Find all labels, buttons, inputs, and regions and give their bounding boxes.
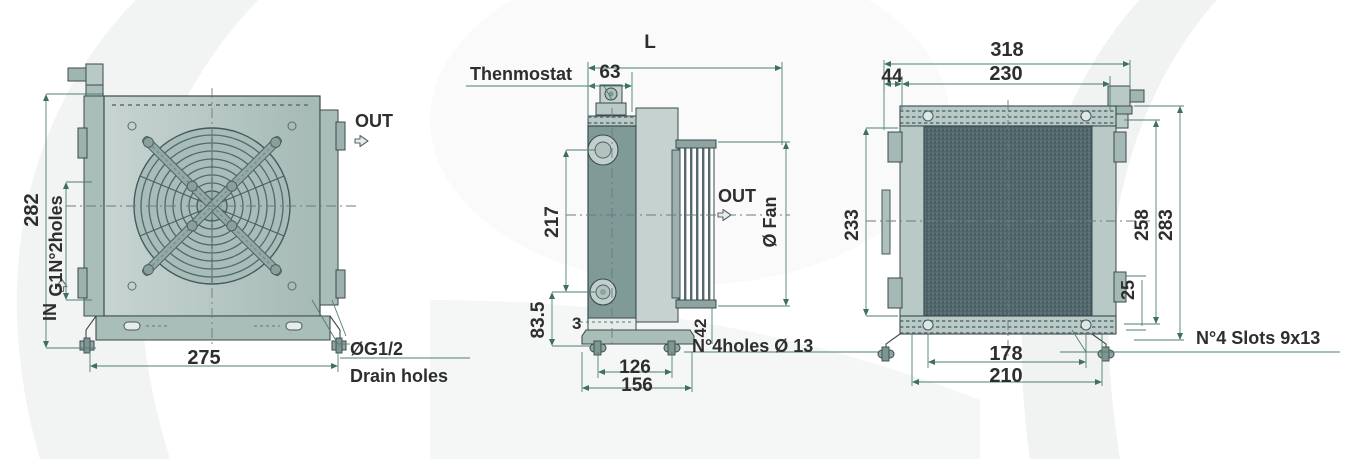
- dimensions-front-view: [43, 93, 470, 372]
- dim-L-label: L: [644, 32, 656, 53]
- right-side-rail: [319, 109, 339, 306]
- side-fin-pack: [671, 139, 717, 309]
- dim-63-label: 63: [599, 62, 620, 83]
- centre-lines-side: [566, 108, 790, 348]
- dim-258-label: 258: [1132, 209, 1153, 241]
- core-left-bracket-lower: [887, 277, 903, 309]
- drain-fitting-left: [79, 337, 95, 354]
- front-fan-view: 282 G1N°2holes IN OUT 275 ØG1/2 Drain ho…: [21, 63, 470, 386]
- rear-core-view: 318 230 44 233 258 283 25 178 210 N°4 Sl…: [842, 39, 1340, 387]
- right-bracket-lower: [335, 269, 346, 299]
- core-right-bracket-upper: [1113, 131, 1127, 163]
- outlet-label-side: OUT: [718, 186, 756, 206]
- drain-note-label: Drain holes: [350, 366, 448, 386]
- dim-178-label: 178: [989, 343, 1022, 365]
- core-footer-hole-left: [922, 319, 934, 331]
- centre-lines-rear: [866, 100, 1150, 360]
- port-note-label: G1N°2holes: [46, 195, 66, 296]
- dim-42-label: 42: [691, 319, 710, 338]
- holes-note-label: N°4holes Ø 13: [692, 336, 813, 356]
- thermostat-label: Thenmostat: [470, 64, 572, 84]
- left-bracket-lower: [77, 267, 88, 299]
- side-base-plate: [581, 329, 695, 356]
- dim-230-label: 230: [989, 63, 1022, 85]
- dim-25-label: 25: [1118, 280, 1138, 300]
- dimensions-side-view: [466, 62, 880, 392]
- side-view: L 63 Thenmostat 217 83.5 3 42 OUT Ø Fan …: [466, 32, 880, 396]
- dimensions-rear-view: [863, 60, 1340, 386]
- dim-233-label: 233: [842, 209, 863, 241]
- core-header-hole-right: [1080, 110, 1092, 122]
- dim-44-label: 44: [881, 66, 903, 87]
- core-left-rib: [881, 189, 891, 255]
- dim-318-label: 318: [990, 39, 1023, 61]
- drain-fitting-right: [331, 337, 347, 354]
- core-left-bracket-upper: [887, 131, 903, 163]
- left-bracket-upper: [77, 127, 88, 159]
- dim-283-label: 283: [1156, 209, 1177, 241]
- dim-835-label: 83.5: [528, 301, 549, 338]
- drain-thread-label: ØG1/2: [350, 339, 403, 359]
- fan-diameter-label: Ø Fan: [760, 196, 780, 247]
- dim-217-label: 217: [542, 206, 563, 238]
- core-footer-hole-right: [1080, 319, 1092, 331]
- dim-282-label: 282: [21, 193, 43, 226]
- core-header-hole-left: [922, 110, 934, 122]
- inlet-label: IN: [40, 303, 60, 321]
- outlet-label-front: OUT: [355, 111, 393, 131]
- dim-3-label: 3: [572, 314, 581, 333]
- dim-156-label: 156: [621, 375, 653, 396]
- centre-lines-front: [66, 88, 356, 348]
- slots-note-label: N°4 Slots 9x13: [1196, 328, 1320, 348]
- dim-275-label: 275: [187, 347, 220, 369]
- right-bracket-upper: [335, 121, 346, 151]
- corner-fixings: [127, 121, 297, 291]
- core-right-bracket-lower: [1113, 271, 1127, 303]
- dim-126-label: 126: [619, 357, 651, 378]
- bottom-mounting-bracket: [85, 315, 341, 344]
- dim-210-label: 210: [989, 365, 1022, 387]
